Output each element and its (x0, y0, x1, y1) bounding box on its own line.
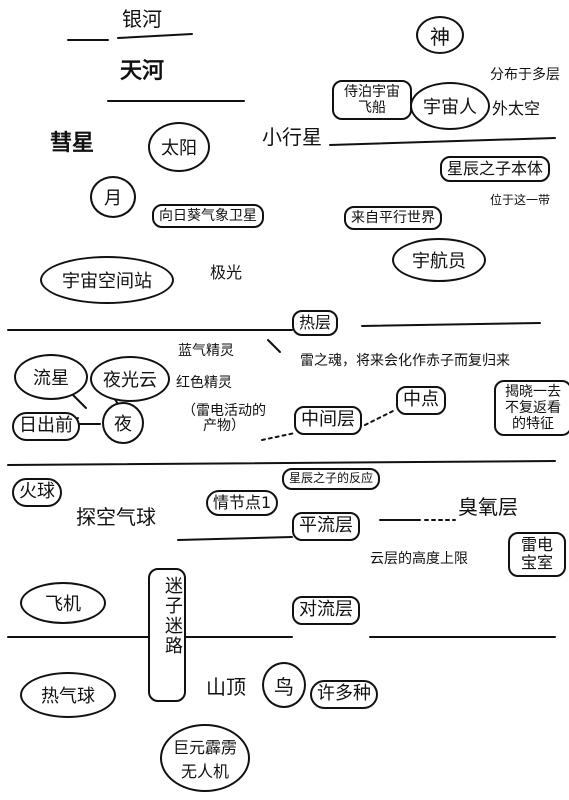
node-duiliuceng: 对流层 (292, 596, 360, 625)
node-qixiang-weixing: 向日葵气象卫星 (152, 204, 264, 229)
node-reqi-qiqiu: 热气球 (20, 672, 116, 718)
node-weiyu: 位于这一带 (490, 193, 551, 207)
node-pingliuceng: 平流层 (292, 512, 360, 541)
line-stratosphere-left (177, 536, 293, 541)
node-ye: 夜 (102, 402, 144, 444)
node-xiaoxingxing: 小行星 (262, 125, 322, 149)
node-yinhe: 银河 (122, 7, 162, 31)
node-yuhangyuan: 宇航员 (392, 238, 486, 282)
node-mizi: 迷子迷路 (148, 568, 186, 702)
node-tankong-qiqiu: 探空气球 (76, 505, 156, 529)
node-jieshi: 揭晓一去不复返看的特征 (494, 380, 569, 437)
line-thermosphere-right (361, 322, 541, 327)
node-pingxing-shijie: 来自平行世界 (344, 206, 442, 231)
node-fenbu: 分布于多层 (490, 67, 560, 83)
node-richuqian: 日出前 (12, 412, 80, 441)
node-leizhihun: 雷之魂，将来会化作赤子而复归来 (300, 353, 510, 369)
node-leidian-baoshi: 雷电宝室 (508, 532, 566, 577)
node-yue: 月 (90, 176, 136, 218)
line-mesosphere-dash (261, 432, 296, 441)
node-yunceng-shangxian: 云层的高度上限 (370, 551, 468, 567)
label-wurenji: 无人机 (180, 762, 229, 781)
node-jiguang: 极光 (210, 263, 243, 282)
node-liuxing: 流星 (14, 354, 88, 400)
node-leidian-chanwu: （雷电活动的产物） (182, 403, 266, 435)
node-huoqiu: 火球 (12, 478, 62, 507)
node-huixing: 彗星 (50, 131, 95, 156)
node-niao: 鸟 (262, 662, 306, 708)
node-qingjiedian: 情节点1 (206, 490, 279, 517)
node-yeguangyun: 夜光云 (90, 356, 170, 402)
node-chouyangceng: 臭氧层 (458, 495, 518, 519)
node-kongjianzhan: 宇宙空间站 (40, 256, 174, 304)
node-zhongdian: 中点 (396, 386, 446, 415)
node-xuduozhong: 许多种 (310, 680, 378, 709)
node-juyuan-wurenji: 巨元霹雳 无人机 (160, 724, 250, 792)
node-lanqi-jingling: 蓝气精灵 (178, 343, 234, 359)
node-xingchen-fanying: 星辰之子的反应 (282, 468, 381, 490)
node-tianhe: 天河 (120, 59, 165, 84)
node-feichuan: 侍泊宇宙飞船 (332, 80, 412, 121)
node-yuzhouren: 宇宙人 (410, 82, 490, 130)
node-taiyang: 太阳 (148, 122, 210, 172)
node-shanding: 山顶 (206, 675, 246, 699)
node-reqceng: 热层 (292, 310, 339, 337)
node-xingchen-benti: 星辰之子本体 (440, 156, 551, 183)
node-feiji: 飞机 (20, 582, 106, 624)
node-waitaikong: 外太空 (492, 99, 541, 118)
node-zhongjianceng: 中间层 (294, 406, 362, 435)
node-shen: 神 (416, 16, 464, 54)
label-juyuan: 巨元霹雳 (172, 738, 237, 757)
line-space (329, 137, 556, 146)
node-hongse-jingling: 红色精灵 (176, 375, 232, 391)
line-mesosphere (7, 460, 556, 466)
